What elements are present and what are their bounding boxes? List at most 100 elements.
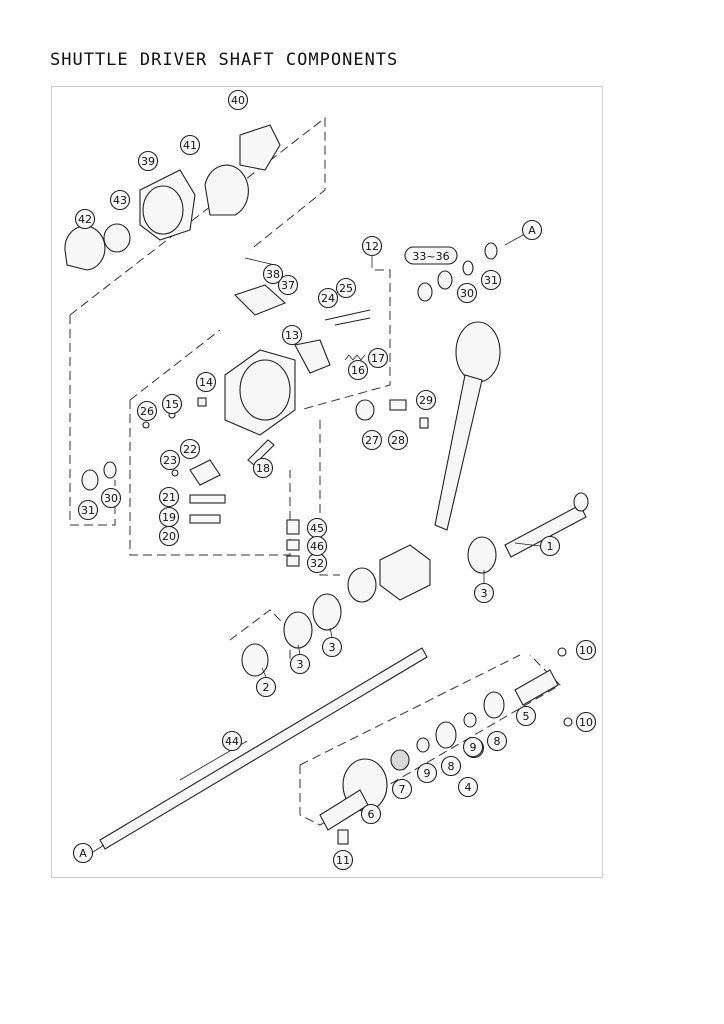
callout-11: 11: [332, 849, 354, 871]
callout-label: 30: [104, 492, 118, 505]
callout-label: 43: [113, 194, 127, 207]
callout-label: 28: [391, 434, 405, 447]
callout-label: 23: [163, 454, 177, 467]
part-13-hub: [294, 339, 331, 374]
part-43-bobbin: [103, 223, 131, 253]
callout-label: 33~36: [412, 250, 449, 263]
callout-label: 41: [183, 139, 197, 152]
callout-label: 2: [263, 681, 270, 694]
part-24-pin: [324, 309, 371, 321]
callout-3: 3: [289, 653, 311, 675]
part-33-bushing: [417, 282, 433, 302]
callout-label: 21: [162, 491, 176, 504]
callout-45: 45: [306, 517, 328, 539]
callout-label: 46: [310, 540, 324, 553]
callout-17: 17: [367, 347, 389, 369]
part-40-bracket: [239, 124, 281, 171]
callout-label: 45: [310, 522, 324, 535]
callout-7: 7: [391, 778, 413, 800]
callouts: 1 2 3 3 3 3 4 5 6 7 8 8 8 9 9 9 10 10 11…: [0, 0, 597, 871]
part-8-bearing-b: [483, 691, 505, 719]
part-39-ring: [142, 185, 184, 235]
callout-18: 18: [252, 457, 274, 479]
callout-4: 4: [457, 776, 479, 798]
part-7-nut: [390, 749, 410, 771]
callout-label: 9: [424, 767, 431, 780]
part-30-washer-left: [103, 461, 117, 479]
part-1-end: [573, 492, 589, 512]
callout-2: 2: [255, 676, 277, 698]
callout-label: 9: [470, 741, 477, 754]
callout-label: 22: [183, 443, 197, 456]
page-title: SHUTTLE DRIVER SHAFT COMPONENTS: [50, 50, 399, 70]
callout-3: 3: [0, 0, 7, 3]
callout-1: 1: [539, 535, 561, 557]
callout-label: 5: [523, 710, 530, 723]
callout-label: 25: [339, 282, 353, 295]
callout-label: 16: [351, 364, 365, 377]
callout-label: 29: [419, 394, 433, 407]
part-19: [189, 514, 221, 524]
callout-27: 27: [361, 429, 383, 451]
callout-31: 31: [480, 269, 502, 291]
callout-label: 8: [494, 735, 501, 748]
callout-43: 43: [109, 189, 131, 211]
callout-30: 30: [456, 282, 478, 304]
callout-26: 26: [136, 400, 158, 422]
callout-30: 30: [100, 487, 122, 509]
callout-41: 41: [179, 134, 201, 156]
part-crank-block: [379, 544, 431, 601]
callout-label: 6: [368, 808, 375, 821]
dashed-outline-mid: [319, 420, 340, 576]
leader-2: [261, 667, 267, 678]
callout-label: A: [528, 224, 536, 237]
callout-label: 17: [371, 352, 385, 365]
callout-42: 42: [74, 208, 96, 230]
callout-label: 44: [225, 735, 239, 748]
callout-label: 30: [460, 287, 474, 300]
callout-label: 14: [199, 376, 213, 389]
part-42-case: [64, 225, 106, 271]
callout-21: 21: [158, 486, 180, 508]
callout-label: 7: [399, 783, 406, 796]
part-2-collar: [241, 643, 269, 677]
callout-13: 13: [281, 324, 303, 346]
callout-label: 38: [266, 268, 280, 281]
callout-38: 38: [262, 263, 284, 285]
callout-10: 10: [575, 711, 597, 733]
part-14: [197, 397, 207, 407]
part-25-pin: [334, 317, 371, 326]
callout-label: 13: [285, 329, 299, 342]
callout-46: 46: [306, 535, 328, 557]
dashed-outline-4: [299, 654, 561, 826]
part-8-bearing-a: [435, 721, 457, 749]
part-46: [286, 539, 300, 551]
part-29-screw: [419, 417, 429, 429]
dashed-outline-top: [69, 116, 326, 316]
callout-label: 3: [329, 641, 336, 654]
callout-22: 22: [179, 438, 201, 460]
callout-20: 20: [158, 525, 180, 547]
callout-label: 10: [579, 716, 593, 729]
callout-40: 40: [227, 89, 249, 111]
callout-label: 19: [162, 511, 176, 524]
part-6-stem: [319, 789, 369, 831]
callout-label: 39: [141, 155, 155, 168]
callout-31: 31: [77, 499, 99, 521]
callout-9: 9: [462, 736, 484, 758]
parts: [64, 124, 589, 850]
callout-28: 28: [387, 429, 409, 451]
part-31-ring-top: [484, 242, 498, 260]
callout-label: 18: [256, 462, 270, 475]
part-3-bearing-b: [312, 593, 342, 631]
callout-5: 5: [515, 705, 537, 727]
callout-3: 3: [473, 582, 495, 604]
callout-label: 15: [165, 398, 179, 411]
callout-37: 37: [277, 274, 299, 296]
callout-label: 37: [281, 279, 295, 292]
callout-label: 31: [81, 504, 95, 517]
part-30-washer-top: [462, 260, 474, 276]
callout-label: 42: [78, 213, 92, 226]
callout-25: 25: [335, 277, 357, 299]
